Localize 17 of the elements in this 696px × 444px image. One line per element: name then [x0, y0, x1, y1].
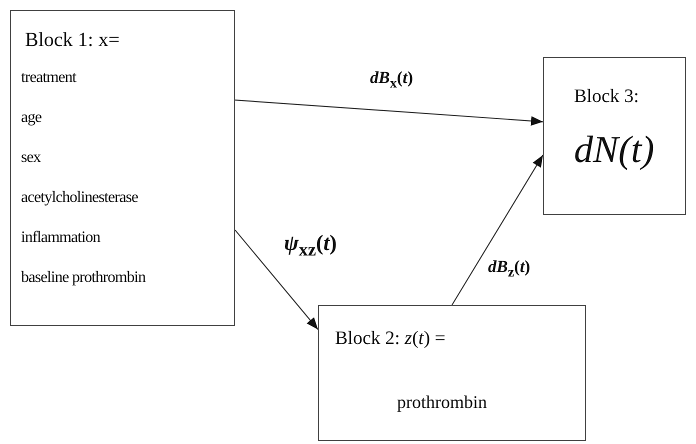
block-box — [543, 57, 686, 215]
variable-name: prothrombin — [397, 392, 487, 413]
list-item: treatment — [21, 69, 76, 87]
list-item: baseline prothrombin — [21, 269, 146, 287]
formula: dN(t) — [574, 128, 654, 172]
list-item: age — [21, 109, 42, 127]
block-heading: Block 2: z(t) = — [335, 328, 446, 350]
list-item: sex — [21, 149, 41, 167]
block-heading: Block 3: — [574, 86, 639, 108]
list-item: acetylcholinesterase — [21, 189, 138, 207]
block-box — [318, 305, 586, 441]
arrow — [452, 154, 544, 306]
block-heading: Block 1: x= — [25, 29, 120, 52]
list-item: inflammation — [21, 229, 100, 247]
block-box — [10, 10, 235, 326]
arrow — [234, 230, 318, 330]
arrow — [234, 100, 544, 126]
